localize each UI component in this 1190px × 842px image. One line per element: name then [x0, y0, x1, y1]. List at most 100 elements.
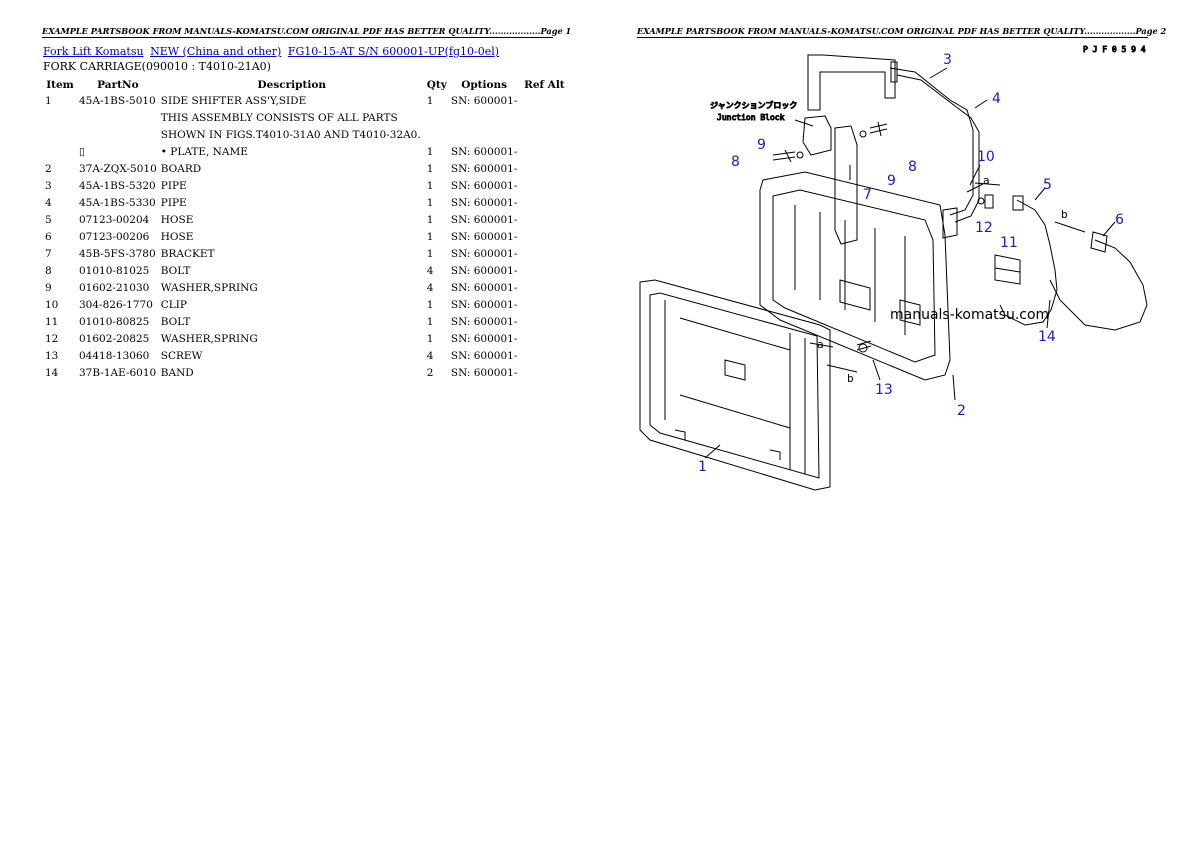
cell-description: SHOWN IN FIGS.T4010-31A0 AND T4010-32A0.: [160, 129, 421, 141]
callout-13: 13: [875, 382, 893, 398]
callout-2: 2: [957, 403, 966, 419]
cell-qty: 4: [426, 282, 434, 294]
cell-options: [449, 110, 520, 127]
cell-options: SN: 600001-: [450, 299, 518, 311]
table-row: SHOWN IN FIGS.T4010-31A0 AND T4010-32A0.: [43, 127, 569, 144]
leader-10: [969, 164, 981, 186]
cell-qty: 2: [426, 367, 434, 379]
arrow-label-b-1: b: [1061, 208, 1068, 221]
fork-carriage-1-rails: [679, 317, 791, 429]
parts-table: Item PartNo Description Qty Options Ref …: [43, 76, 569, 382]
cell-options: SN: 600001-: [450, 282, 518, 294]
cell-item: 8: [45, 265, 52, 277]
hose-5: [999, 199, 1058, 326]
leader-13: [872, 359, 881, 381]
cell-description: SCREW: [160, 350, 203, 362]
cell-partno: 07123-00204: [79, 214, 150, 226]
column-header-ref-alt: Ref Alt: [524, 78, 565, 91]
cell-item: 1: [45, 95, 52, 107]
column-header-qty: Qty: [426, 78, 447, 91]
cell-description: BRACKET: [160, 248, 215, 260]
leader-6: [1102, 221, 1116, 237]
bolt-8-right: [869, 121, 888, 137]
cell-item: 3: [45, 180, 52, 192]
cell-ref-alt: [519, 127, 569, 144]
cell-item: 4: [45, 197, 52, 209]
cell-qty: [425, 110, 449, 127]
cell-ref-alt: [519, 331, 569, 348]
exploded-parts-diagram: P J F 0 5 9 4 ジャンクションブロック Junction Block: [639, 45, 1148, 491]
cell-item: 7: [45, 248, 52, 260]
cell-options: SN: 600001-: [450, 146, 518, 158]
leader-5: [1034, 187, 1046, 201]
bolt-11: [984, 194, 994, 209]
cell-ref-alt: [519, 229, 569, 246]
leader-3: [929, 67, 948, 79]
hose-5-fitting: [1012, 195, 1024, 211]
cell-partno: 45A-1BS-5320: [79, 180, 156, 192]
callout-3: 3: [943, 52, 952, 68]
cell-ref-alt: [519, 161, 569, 178]
cell-description: • PLATE, NAME: [160, 146, 248, 158]
table-row: THIS ASSEMBLY CONSISTS OF ALL PARTS: [43, 110, 569, 127]
cell-options: SN: 600001-: [450, 367, 518, 379]
callout-10: 10: [977, 149, 995, 165]
cell-partno: 07123-00206: [79, 231, 150, 243]
washer-9-left: [796, 151, 804, 159]
callout-12: 12: [975, 220, 993, 236]
cell-qty: 1: [426, 248, 434, 260]
pipe-fitting-top: [890, 61, 898, 83]
leader-4: [974, 99, 988, 109]
cell-description: BOLT: [160, 316, 191, 328]
cell-partno: 01010-80825: [79, 316, 150, 328]
cell-item: 6: [45, 231, 52, 243]
cell-options: SN: 600001-: [450, 180, 518, 192]
screw-13-head: [858, 343, 868, 353]
column-header-partno: PartNo: [97, 78, 139, 91]
drawing-code: P J F 0 5 9 4: [1083, 45, 1146, 54]
cell-partno: [77, 110, 159, 127]
cell-item: 10: [45, 299, 59, 311]
page-2-header: EXAMPLE PARTSBOOK FROM MANUALS-KOMATSU.C…: [637, 26, 1167, 38]
cell-qty: 1: [426, 299, 434, 311]
pipe-3: [889, 67, 974, 216]
cell-options: SN: 600001-: [450, 231, 518, 243]
cell-description: WASHER,SPRING: [160, 333, 258, 345]
callout-9-left: 9: [757, 137, 766, 153]
cell-item: 5: [45, 214, 52, 226]
cell-item: 2: [45, 163, 52, 175]
cell-qty: 1: [426, 214, 434, 226]
breadcrumb-link-region[interactable]: NEW (China and other): [150, 45, 282, 58]
junction-block: [802, 115, 832, 156]
top-bracket-frame: [807, 54, 896, 111]
cell-qty: 1: [426, 180, 434, 192]
cell-partno: 45A-1BS-5010: [79, 95, 156, 107]
cell-qty: 1: [426, 197, 434, 209]
cell-partno: 01010-81025: [79, 265, 150, 277]
fork-carriage-1-inner: [649, 292, 820, 479]
breadcrumb-link-model[interactable]: FG10-15-AT S/N 600001-UP(fg10-0el): [287, 45, 500, 58]
junction-block-label-jp: ジャンクションブロック: [710, 100, 797, 110]
cell-qty: 1: [426, 231, 434, 243]
page-1-header: EXAMPLE PARTSBOOK FROM MANUALS-KOMATSU.C…: [42, 26, 572, 38]
cell-item: [43, 110, 77, 127]
cell-description: THIS ASSEMBLY CONSISTS OF ALL PARTS: [160, 112, 398, 124]
cell-partno: 01602-21030: [79, 282, 150, 294]
page-2: EXAMPLE PARTSBOOK FROM MANUALS-KOMATSU.C…: [595, 0, 1190, 842]
cell-description: HOSE: [160, 214, 194, 226]
cell-partno: 01602-20825: [79, 333, 150, 345]
page-title: FORK CARRIAGE(090010 : T4010-21A0): [43, 60, 271, 73]
pipe-junction-fitting: [942, 207, 958, 239]
breadcrumb-link-model-family[interactable]: Fork Lift Komatsu: [43, 45, 144, 58]
cell-qty: 1: [426, 316, 434, 328]
